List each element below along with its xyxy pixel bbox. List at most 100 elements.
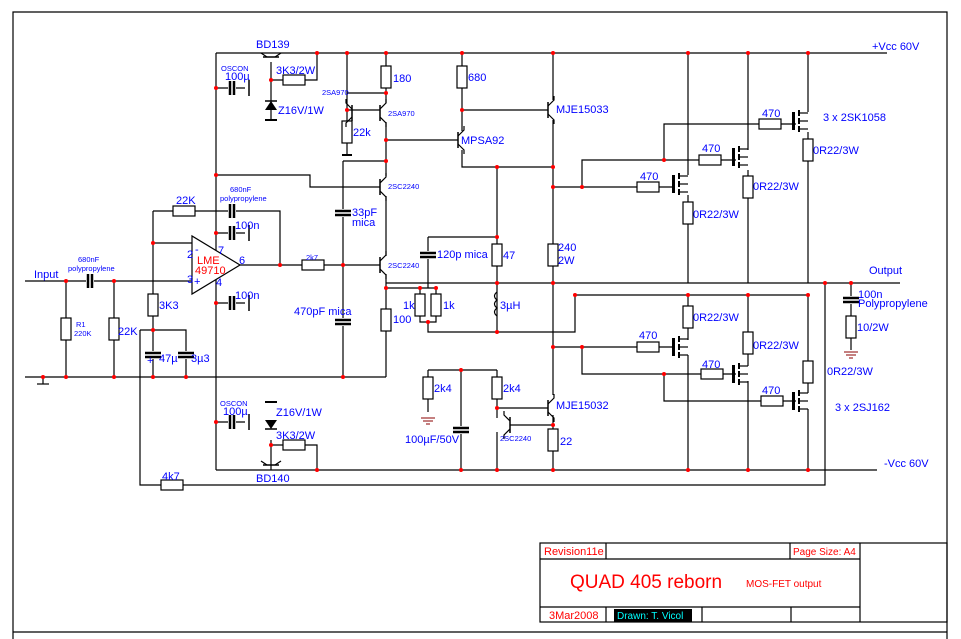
label-r3k3-top: 3K3/2W: [276, 65, 316, 77]
transistor-emitter: [379, 116, 387, 127]
transistor-lead: [260, 460, 268, 466]
label-r4k7: 4k7: [162, 471, 180, 483]
zener-diode: [265, 420, 277, 429]
junction-dot: [495, 165, 499, 169]
mosfet-gate: [792, 112, 795, 130]
label-rg6: 470: [762, 385, 780, 397]
label-rs4: 0R22/3W: [693, 312, 739, 324]
mosfet-gate: [792, 392, 795, 410]
label-zobel-c: 100n: [858, 289, 882, 301]
capacitor-gap: [178, 351, 194, 359]
label-pin7: 7: [218, 245, 224, 257]
label-rs3: 0R22/3W: [813, 145, 859, 157]
label-r2k4-b: 2k4: [503, 383, 521, 395]
junction-dot: [151, 375, 155, 379]
label-pin6: 6: [239, 255, 245, 267]
capacitor-gap: [228, 414, 236, 430]
components: [60, 52, 859, 491]
resistor: [636, 341, 660, 353]
label-r22k-in: 22K: [118, 326, 138, 338]
junction-dot: [426, 320, 430, 324]
junction-dot: [495, 281, 499, 285]
label-opamp-1: LME: [197, 255, 220, 267]
label-zener-bot: Z16V/1W: [276, 407, 322, 419]
junction-dot: [214, 173, 218, 177]
junction-dot: [384, 91, 388, 95]
wire: [139, 283, 826, 486]
label-poly-fb: polypropylene: [220, 194, 267, 203]
resistor: [282, 439, 306, 451]
resistor: [491, 376, 503, 400]
resistor: [172, 205, 196, 217]
wire: [581, 159, 736, 187]
junction-dot: [573, 293, 577, 297]
label-2sa970-a: 2SA970: [322, 88, 349, 97]
revision: Revision11e: [544, 546, 604, 558]
resistor: [682, 305, 694, 329]
label-r2k4-a: 2k4: [434, 383, 452, 395]
junction-dot: [384, 159, 388, 163]
resistor: [422, 376, 434, 400]
junction-dot: [345, 51, 349, 55]
junction-dot: [214, 231, 218, 235]
resistor: [414, 293, 426, 317]
label-r680: 680: [468, 72, 486, 84]
junction-dot: [112, 375, 116, 379]
label-r22k: 22k: [353, 127, 371, 139]
junction-dot: [184, 375, 188, 379]
label-r100: 100: [393, 314, 411, 326]
transistor-emitter: [547, 113, 555, 124]
resistor: [282, 74, 306, 86]
label-r240: 240: [558, 242, 576, 254]
capacitor-gap: [453, 426, 469, 434]
junction-dot: [580, 345, 584, 349]
junction-dot: [460, 51, 464, 55]
label-r180: 180: [393, 73, 411, 85]
junction-dot: [849, 281, 853, 285]
capacitor-gap: [335, 209, 351, 217]
mosfet-gate: [672, 175, 675, 193]
junction-dot: [64, 279, 68, 283]
wire: [663, 123, 796, 160]
label-2sc2240-b: 2SC2240: [388, 261, 419, 270]
mosfet-gate: [732, 148, 735, 166]
junction-dot: [214, 301, 218, 305]
resistor: [108, 317, 120, 341]
label-2sc2240-a: 2SC2240: [388, 182, 419, 191]
label-r240-w: 2W: [558, 255, 575, 267]
label-pin4: 4: [216, 277, 222, 289]
junction-dot: [384, 286, 388, 290]
resistor: [802, 360, 814, 384]
resistor: [380, 65, 392, 89]
junction-dot: [495, 406, 499, 410]
junction-dot: [686, 468, 690, 472]
resistor: [301, 259, 325, 271]
capacitor-gap: [228, 203, 236, 219]
label-r2k7: 2k7: [306, 253, 318, 262]
label-mje15033: MJE15033: [556, 104, 609, 116]
junction-dot: [551, 185, 555, 189]
junction-dot: [746, 51, 750, 55]
resistor: [636, 181, 660, 193]
resistor: [341, 120, 353, 144]
label-oscon-top: OSCON: [221, 64, 249, 73]
resistor: [682, 201, 694, 225]
junction-dot: [151, 328, 155, 332]
label-2sc2240-c: 2SC2240: [500, 434, 531, 443]
label-c33p: 33pF: [352, 207, 377, 219]
junction-dot: [151, 241, 155, 245]
junctions: [41, 51, 853, 472]
label-rs1: 0R22/3W: [693, 209, 739, 221]
junction-dot: [278, 263, 282, 267]
label-c470p: 470pF mica: [294, 306, 352, 318]
junction-dot: [315, 468, 319, 472]
date: 3Mar2008: [549, 610, 599, 622]
junction-dot: [662, 372, 666, 376]
resistor: [160, 479, 184, 491]
wire: [461, 150, 553, 168]
junction-dot: [806, 468, 810, 472]
transistor-collector: [503, 411, 511, 422]
label-r1k-b: 1k: [443, 300, 455, 312]
mosfet-gate: [672, 338, 675, 356]
